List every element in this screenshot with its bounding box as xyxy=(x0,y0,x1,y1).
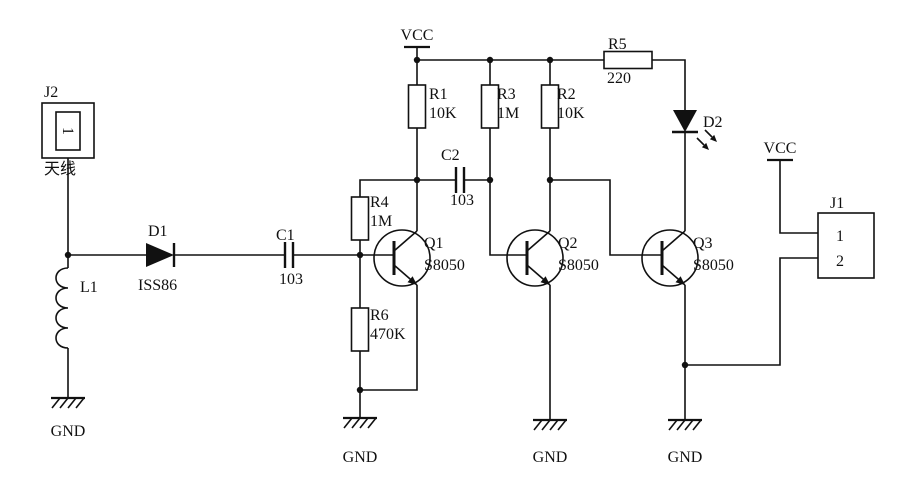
gnd-label-q1: GND xyxy=(343,449,378,466)
gnd-label-q3: GND xyxy=(668,449,703,466)
resistor-r6 xyxy=(350,307,370,352)
vcc-top-label: VCC xyxy=(401,27,434,44)
r3-value-label: 1M xyxy=(497,105,519,122)
c1-value-label: 103 xyxy=(279,271,303,288)
transistor-q1 xyxy=(372,228,432,288)
r4-value-label: 1M xyxy=(370,213,392,230)
q3-ref-label: Q3 xyxy=(693,235,713,252)
diode-d1 xyxy=(146,243,176,267)
j2-ref-label: J2 xyxy=(44,84,58,101)
transistor-q2 xyxy=(505,228,565,288)
q2-ref-label: Q2 xyxy=(558,235,578,252)
capacitor-c2 xyxy=(454,165,466,195)
r5-ref-label: R5 xyxy=(608,36,627,53)
labels: VCC VCC GND GND GND GND J2 1 天线 J1 1 2 R… xyxy=(44,27,844,466)
q3-value-label: S8050 xyxy=(693,257,734,274)
gnd-symbol-l1 xyxy=(49,396,87,410)
inductor-l1 xyxy=(55,267,69,349)
d1-ref-label: D1 xyxy=(148,223,168,240)
r2-ref-label: R2 xyxy=(557,86,576,103)
q1-ref-label: Q1 xyxy=(424,235,444,252)
gnd-label-l1: GND xyxy=(51,423,86,440)
q2-value-label: S8050 xyxy=(558,257,599,274)
resistor-r3 xyxy=(480,84,500,129)
q1-value-label: S8050 xyxy=(424,257,465,274)
j2-name-label: 天线 xyxy=(44,160,76,178)
resistor-r4 xyxy=(350,196,370,241)
c2-ref-label: C2 xyxy=(441,147,460,164)
d1-value-label: ISS86 xyxy=(138,277,177,294)
capacitor-c1 xyxy=(283,240,295,270)
vcc-right-label: VCC xyxy=(764,140,797,157)
d2-ref-label: D2 xyxy=(703,114,723,131)
gnd-label-q2: GND xyxy=(533,449,568,466)
r4-ref-label: R4 xyxy=(370,194,389,211)
connector-j2 xyxy=(41,102,95,159)
j1-ref-label: J1 xyxy=(830,195,844,212)
j1-pin2-label: 2 xyxy=(836,253,844,270)
resistor-r1 xyxy=(407,84,427,129)
r5-value-label: 220 xyxy=(607,70,631,87)
resistor-r2 xyxy=(540,84,560,129)
junction-dots xyxy=(64,56,689,394)
r1-value-label: 10K xyxy=(429,105,457,122)
r2-value-label: 10K xyxy=(557,105,585,122)
r3-ref-label: R3 xyxy=(497,86,516,103)
r1-ref-label: R1 xyxy=(429,86,448,103)
c1-ref-label: C1 xyxy=(276,227,295,244)
r6-value-label: 470K xyxy=(370,326,406,343)
led-emission-arrows-icon xyxy=(696,129,717,150)
l1-ref-label: L1 xyxy=(80,279,98,296)
wires xyxy=(67,47,818,420)
connector-j1 xyxy=(817,212,875,279)
gnd-symbol-q1 xyxy=(341,416,379,430)
transistor-q3 xyxy=(640,228,700,288)
r6-ref-label: R6 xyxy=(370,307,389,324)
resistor-r5 xyxy=(603,50,653,70)
gnd-symbol-q3 xyxy=(666,418,704,432)
j2-pin1-label: 1 xyxy=(59,127,76,135)
j1-pin1-label: 1 xyxy=(836,228,844,245)
c2-value-label: 103 xyxy=(450,192,474,209)
gnd-symbol-q2 xyxy=(531,418,569,432)
led-d2 xyxy=(672,110,717,150)
